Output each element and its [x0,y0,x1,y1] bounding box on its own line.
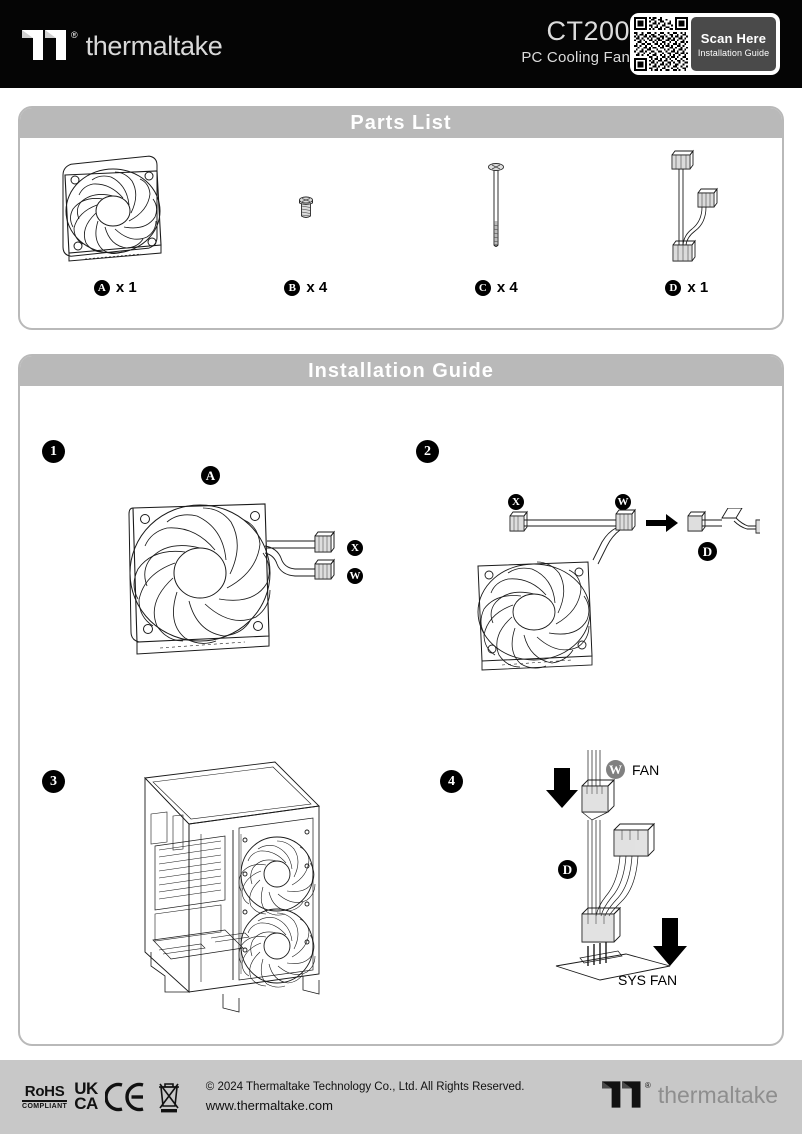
qr-badge-text: Scan Here Installation Guide [691,17,776,71]
rohs-mark: RoHS COMPLIANT [22,1082,68,1111]
parts-row: A x 1 [20,138,783,328]
step-number-4: 4 [440,770,463,793]
rohs-compliant-label: COMPLIANT [22,1103,68,1111]
step-3-illustration [115,754,345,1024]
ukca-bottom: CA [74,1094,98,1113]
step4-badge-w: W [606,760,625,779]
qr-scan-badge[interactable]: Scan Here Installation Guide [630,13,780,75]
step-1-illustration: A [115,466,365,660]
product-title-block: CT200 PC Cooling Fan [521,16,630,66]
step-number-3: 3 [42,770,65,793]
footer-brand-wordmark: thermaltake [657,1082,778,1108]
part-qty-b: x 4 [306,279,328,296]
steps-container: 1 2 3 4 A [20,386,782,1044]
certification-marks: RoHS COMPLIANT UK CA [22,1080,184,1114]
model-name: CT200 [546,16,630,46]
step4-fan-text: FAN [632,761,660,778]
parts-list-heading: Parts List [20,108,782,138]
part-qty-c: x 4 [496,279,518,296]
rohs-label: RoHS [24,1082,65,1100]
part-item-b: B x 4 [211,144,402,296]
model-subtitle: PC Cooling Fan [521,49,630,67]
qr-badge-title: Scan Here [700,30,767,46]
part-badge-d: D [665,279,682,296]
brand-wordmark: thermaltake [85,31,223,61]
copyright-block: © 2024 Thermaltake Technology Co., Ltd. … [206,1079,525,1116]
tt-mark-icon [22,30,70,60]
step-4-illustration: W FAN D SYS FAN [510,750,740,1000]
part-label-c: C x 4 [474,279,518,296]
part-label-d: D x 1 [665,279,708,296]
step4-sys-fan-label: SYS FAN [618,972,678,988]
rohs-divider [22,1100,68,1103]
step1-fan-badge-a: A [201,466,220,485]
copyright-text: © 2024 Thermaltake Technology Co., Ltd. … [205,1080,525,1093]
part-badge-a: A [93,279,110,296]
step-number-1: 1 [42,440,65,463]
ukca-top: UK [74,1079,98,1099]
page-header: ® thermaltake CT200 PC Cooling Fan [0,0,802,88]
step4-fan-header-label: W FAN [606,760,659,779]
part-item-c: C x 4 [401,144,592,296]
step-2: 2 [416,440,439,463]
part-label-a: A x 1 [93,279,137,296]
step4-label-d: D [558,860,577,879]
ukca-mark: UK CA [74,1079,98,1113]
qr-code-icon [634,17,688,71]
step-2-illustration: X W [460,492,760,671]
part-label-b: B x 4 [284,279,327,296]
website-text: www.thermaltake.com [205,1097,333,1113]
thermaltake-logo: ® thermaltake [22,30,223,62]
page-footer: RoHS COMPLIANT UK CA © 2024 [0,1060,802,1134]
step-4: 4 [440,770,463,793]
parts-list-panel: Parts List [18,106,784,330]
step1-label-w: W [347,566,363,584]
installation-guide-panel: Installation Guide 1 2 3 4 A [18,354,784,1046]
installation-guide-heading: Installation Guide [20,356,782,386]
fan-illustration [45,144,185,279]
crossed-out-wheelie-bin-icon [158,1083,179,1113]
part-badge-c: C [474,279,491,296]
part-qty-d: x 1 [687,279,709,296]
pc-case-drawing [144,761,320,1013]
ce-mark-icon [104,1082,144,1112]
short-screw-illustration [286,144,326,279]
step2-label-w: W [615,492,631,510]
step-3: 3 [42,770,65,793]
qr-badge-subtitle: Installation Guide [697,47,770,58]
splitter-cable-illustration [652,144,722,279]
footer-tt-mark-icon [601,1081,644,1113]
long-screw-illustration [476,144,516,279]
part-badge-b: B [284,279,301,296]
footer-thermaltake-logo: ® thermaltake [601,1081,778,1113]
step2-label-x: X [508,492,524,510]
step-number-2: 2 [416,440,439,463]
part-qty-a: x 1 [115,279,137,296]
footer-registered-symbol: ® [644,1081,651,1090]
part-item-a: A x 1 [20,144,211,296]
step-1: 1 [42,440,65,463]
step2-label-d: D [698,542,717,561]
registered-trademark-symbol: ® [71,30,78,40]
part-item-d: D x 1 [592,144,783,296]
step1-label-x: X [347,538,363,556]
